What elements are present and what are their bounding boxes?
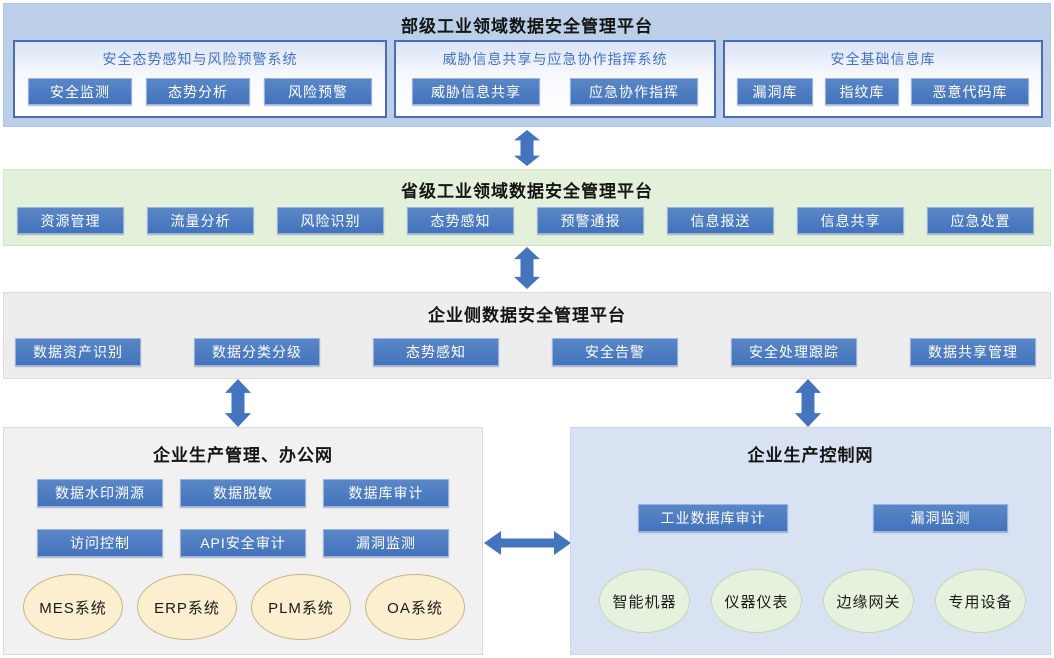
mes-system-ellipse: MES系统 bbox=[23, 574, 123, 640]
office-buttons-row-2: 访问控制 API安全审计 漏洞监测 bbox=[37, 529, 449, 557]
threat-sharing-system-title: 威胁信息共享与应急协作指挥系统 bbox=[442, 51, 668, 67]
malicious-code-db-button: 恶意代码库 bbox=[911, 78, 1029, 105]
control-network-section: 企业生产控制网 工业数据库审计 漏洞监测 智能机器 仪器仪表 边缘网关 专用设备 bbox=[570, 427, 1051, 655]
traffic-analysis-button: 流量分析 bbox=[147, 207, 254, 234]
security-monitoring-button: 安全监测 bbox=[28, 78, 132, 105]
enterprise-platform-section: 企业侧数据安全管理平台 数据资产识别 数据分类分级 态势感知 安全告警 安全处理… bbox=[3, 292, 1051, 379]
risk-warning-button: 风险预警 bbox=[264, 78, 372, 105]
security-base-info-title: 安全基础信息库 bbox=[830, 51, 936, 67]
situation-awareness-buttons: 安全监测 态势分析 风险预警 bbox=[15, 78, 385, 105]
office-systems-row: MES系统 ERP系统 PLM系统 OA系统 bbox=[23, 574, 465, 640]
data-asset-identification-button: 数据资产识别 bbox=[15, 338, 141, 366]
emergency-command-button: 应急协作指挥 bbox=[570, 78, 698, 105]
info-reporting-button: 信息报送 bbox=[667, 207, 774, 234]
data-masking-button: 数据脱敏 bbox=[180, 479, 306, 507]
info-sharing-button: 信息共享 bbox=[797, 207, 904, 234]
enterprise-platform-title: 企业侧数据安全管理平台 bbox=[428, 306, 626, 325]
control-network-title: 企业生产控制网 bbox=[747, 446, 874, 465]
provincial-buttons: 资源管理 流量分析 风险识别 态势感知 预警通报 信息报送 信息共享 应急处置 bbox=[17, 207, 1034, 234]
office-network-section: 企业生产管理、办公网 数据水印溯源 数据脱敏 数据库审计 访问控制 API安全审… bbox=[3, 427, 483, 655]
data-classification-button: 数据分类分级 bbox=[194, 338, 320, 366]
office-control-arrow-icon bbox=[484, 531, 571, 555]
oa-system-ellipse: OA系统 bbox=[365, 574, 465, 640]
instrumentation-ellipse: 仪器仪表 bbox=[711, 569, 802, 633]
control-devices-row: 智能机器 仪器仪表 边缘网关 专用设备 bbox=[599, 569, 1026, 633]
situation-analysis-button: 态势分析 bbox=[146, 78, 250, 105]
security-handling-tracking-button: 安全处理跟踪 bbox=[731, 338, 857, 366]
ministry-platform-title: 部级工业领域数据安全管理平台 bbox=[401, 17, 653, 36]
emergency-response-button: 应急处置 bbox=[927, 207, 1034, 234]
edge-gateway-ellipse: 边缘网关 bbox=[823, 569, 914, 633]
risk-identification-button: 风险识别 bbox=[277, 207, 384, 234]
threat-sharing-buttons: 威胁信息共享 应急协作指挥 bbox=[396, 78, 714, 105]
vulnerability-db-button: 漏洞库 bbox=[737, 78, 813, 105]
enterprise-office-arrow-icon bbox=[225, 379, 251, 427]
vulnerability-monitoring-button: 漏洞监测 bbox=[323, 529, 449, 557]
resource-management-button: 资源管理 bbox=[17, 207, 124, 234]
situation-awareness-ent-button: 态势感知 bbox=[373, 338, 499, 366]
situation-awareness-system-box: 安全态势感知与风险预警系统 安全监测 态势分析 风险预警 bbox=[13, 40, 387, 118]
provincial-platform-section: 省级工业领域数据安全管理平台 资源管理 流量分析 风险识别 态势感知 预警通报 … bbox=[3, 169, 1051, 246]
ministry-provincial-arrow-icon bbox=[514, 130, 540, 166]
data-sharing-management-button: 数据共享管理 bbox=[910, 338, 1036, 366]
threat-info-sharing-button: 威胁信息共享 bbox=[412, 78, 540, 105]
fingerprint-db-button: 指纹库 bbox=[825, 78, 899, 105]
office-buttons-row-1: 数据水印溯源 数据脱敏 数据库审计 bbox=[37, 479, 449, 507]
access-control-button: 访问控制 bbox=[37, 529, 163, 557]
enterprise-control-arrow-icon bbox=[795, 379, 821, 427]
enterprise-buttons: 数据资产识别 数据分类分级 态势感知 安全告警 安全处理跟踪 数据共享管理 bbox=[15, 338, 1036, 366]
vulnerability-monitoring-control-button: 漏洞监测 bbox=[873, 504, 1008, 532]
api-security-audit-button: API安全审计 bbox=[180, 529, 306, 557]
dedicated-equipment-ellipse: 专用设备 bbox=[935, 569, 1026, 633]
provincial-enterprise-arrow-icon bbox=[514, 247, 540, 289]
office-network-title: 企业生产管理、办公网 bbox=[153, 446, 333, 465]
threat-sharing-system-box: 威胁信息共享与应急协作指挥系统 威胁信息共享 应急协作指挥 bbox=[394, 40, 716, 118]
database-audit-button: 数据库审计 bbox=[323, 479, 449, 507]
situation-awareness-button: 态势感知 bbox=[407, 207, 514, 234]
erp-system-ellipse: ERP系统 bbox=[137, 574, 237, 640]
plm-system-ellipse: PLM系统 bbox=[251, 574, 351, 640]
security-base-info-buttons: 漏洞库 指纹库 恶意代码库 bbox=[725, 78, 1041, 105]
provincial-platform-title: 省级工业领域数据安全管理平台 bbox=[401, 182, 653, 201]
warning-notification-button: 预警通报 bbox=[537, 207, 644, 234]
data-watermark-tracing-button: 数据水印溯源 bbox=[37, 479, 163, 507]
security-base-info-box: 安全基础信息库 漏洞库 指纹库 恶意代码库 bbox=[723, 40, 1043, 118]
situation-awareness-system-title: 安全态势感知与风险预警系统 bbox=[102, 51, 298, 67]
ministry-platform-section: 部级工业领域数据安全管理平台 安全态势感知与风险预警系统 安全监测 态势分析 风… bbox=[3, 3, 1051, 127]
security-alert-button: 安全告警 bbox=[552, 338, 678, 366]
industrial-database-audit-button: 工业数据库审计 bbox=[638, 504, 788, 532]
smart-machine-ellipse: 智能机器 bbox=[599, 569, 690, 633]
